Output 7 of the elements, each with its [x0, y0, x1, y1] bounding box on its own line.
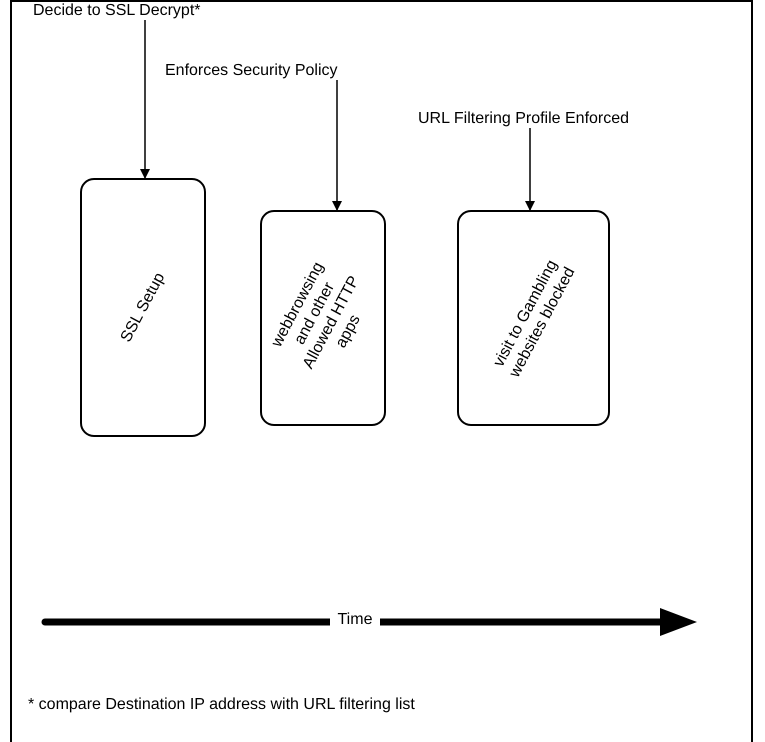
step-caption: Enforces Security Policy [165, 62, 338, 80]
arrow [140, 20, 150, 179]
footnote: * compare Destination IP address with URL filtering list [28, 696, 415, 714]
step-caption: URL Filtering Profile Enforced [418, 110, 630, 128]
arrow [525, 128, 535, 211]
arrow [332, 80, 342, 211]
step-caption: Decide to SSL Decrypt* [33, 2, 200, 20]
